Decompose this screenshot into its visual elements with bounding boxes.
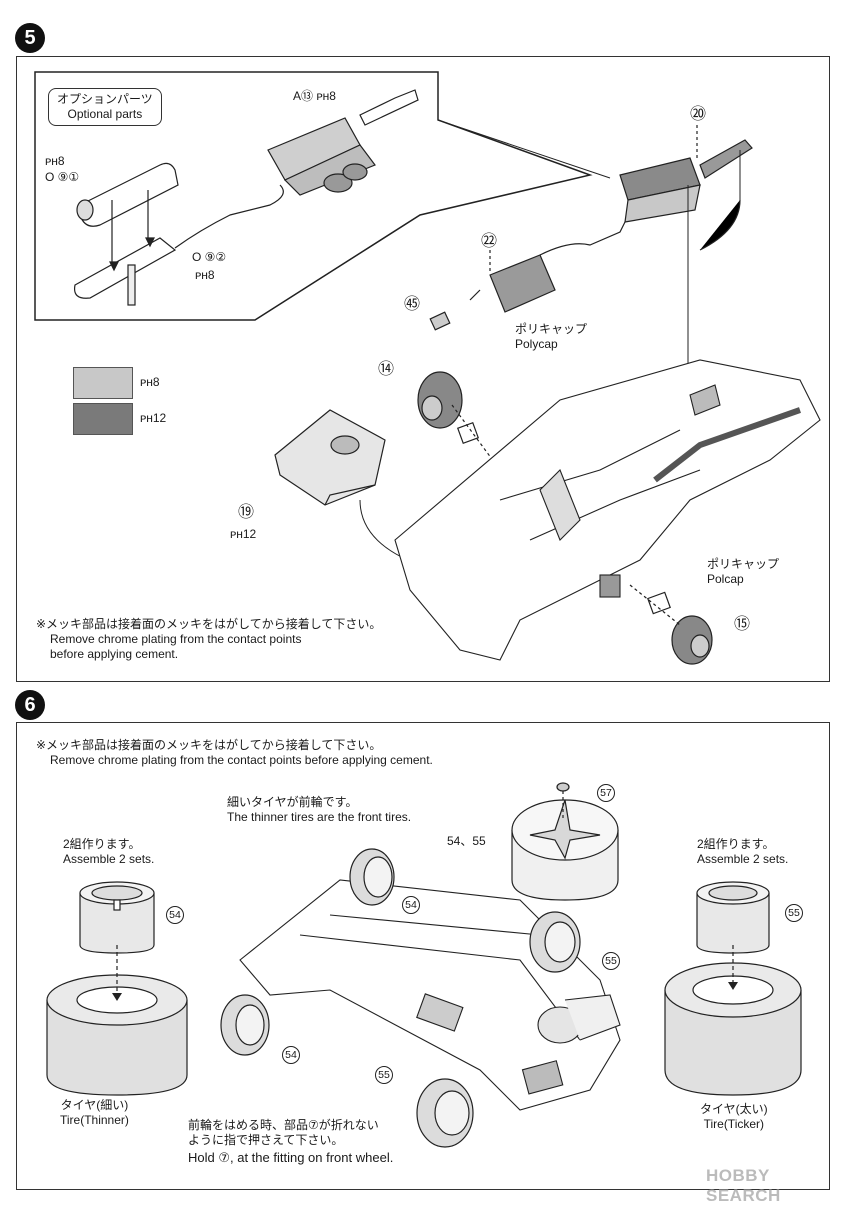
part19-label: ⑲ [238, 504, 255, 521]
step-5-number: 5 [24, 26, 36, 49]
swatch-ph8-label: ᴘʜ8 [140, 375, 160, 389]
optional-parts-en: Optional parts [67, 107, 143, 121]
part14-label: ⑭ [378, 361, 395, 378]
car-part55-bottom-label: 55 [375, 1066, 393, 1084]
step6-chrome-note: ※メッキ部品は接着面のメッキをはがしてから接着して下さい。 Remove chr… [36, 738, 433, 768]
step-6-panel [16, 722, 830, 1190]
optional-parts-label: オプションパーツ Optional parts [48, 88, 162, 126]
left-tire-label: タイヤ(細い) Tire(Thinner) [60, 1098, 129, 1128]
front-wheel-note-en: Hold ⑦, at the fitting on front wheel. [188, 1150, 394, 1165]
swatch-ph12 [73, 403, 133, 435]
right-assemble-jp: 2組作ります。 [697, 837, 775, 851]
right-part55-label: 55 [785, 904, 803, 922]
left-assemble-jp: 2組作ります。 [63, 837, 141, 851]
tailpipe-part45 [429, 311, 451, 331]
rear-hub-part14 [417, 371, 501, 471]
optional-parts-jp: オプションパーツ [57, 92, 153, 106]
ph12-label-19: ᴘʜ12 [230, 527, 257, 541]
front-wheel-note-jp1: 前輪をはめる時、部品⑦が折れない [188, 1118, 379, 1132]
front-tires-jp: 細いタイヤが前輪です。 [227, 795, 358, 809]
hobby-search-watermark: HOBBY SEARCH [706, 1166, 781, 1205]
part45-label: ㊺ [404, 296, 421, 313]
wheel-detail [511, 782, 619, 901]
front-hub-part15 [629, 584, 713, 665]
part22-label: ㉒ [481, 233, 498, 250]
ph8-label-a: ᴘʜ8 [45, 154, 65, 168]
car-tire-front-left [220, 994, 270, 1056]
polycap-2-jp: ポリキャップ [707, 557, 780, 571]
right-tire-label: タイヤ(太い) Tire(Ticker) [700, 1102, 768, 1132]
right-wheel-55 [696, 881, 770, 954]
wheel-part-54-55-label: 54、55 [447, 834, 486, 848]
part20-label: ⑳ [690, 106, 707, 123]
front-wheel-note: 前輪をはめる時、部品⑦が折れない ように指で押さえて下さい。 Hold ⑦, a… [188, 1118, 393, 1165]
car-tire-front-top [349, 848, 395, 906]
left-assemble-note: 2組作ります。 Assemble 2 sets. [63, 837, 154, 867]
car-part55-right-label: 55 [602, 952, 620, 970]
step-6-number: 6 [24, 693, 36, 716]
swatch-ph12-label: ᴘʜ12 [140, 411, 167, 425]
right-tire-jp: タイヤ(太い) [700, 1102, 768, 1116]
step6-note-en: Remove chrome plating from the contact p… [50, 753, 433, 767]
polycap-label-2: ポリキャップ Polcap [707, 557, 779, 587]
left-tire-en: Tire(Thinner) [60, 1113, 129, 1127]
car-part54-top-label: 54 [402, 896, 420, 914]
right-tire-en: Tire(Ticker) [703, 1117, 765, 1131]
front-pipe-part20 [619, 125, 753, 430]
step5-chrome-note: ※メッキ部品は接着面のメッキをはがしてから接着して下さい。 Remove chr… [36, 617, 381, 662]
right-assemble-note: 2組作ります。 Assemble 2 sets. [697, 837, 788, 867]
polycap-1-jp: ポリキャップ [515, 322, 588, 336]
part13-label: A⑬ ᴘʜ8 [293, 89, 336, 103]
left-part54-label: 54 [166, 906, 184, 924]
step5-note-en1: Remove chrome plating from the contact p… [50, 632, 302, 646]
car-part54-left-label: 54 [282, 1046, 300, 1064]
swatch-ph8 [73, 367, 133, 399]
wheel-part-57-label: 57 [597, 784, 615, 802]
step-5-badge: 5 [15, 23, 45, 53]
car-tire-rear-bottom [416, 1078, 474, 1148]
front-wheel-note-jp2: ように指で押さえて下さい。 [188, 1133, 344, 1147]
car-chassis [239, 879, 621, 1111]
left-wheel-54 [79, 881, 155, 954]
muffler-part22 [469, 221, 626, 313]
car-tire-rear-right [529, 911, 581, 973]
step5-note-jp: ※メッキ部品は接着面のメッキをはがしてから接着して下さい。 [36, 617, 382, 631]
step6-note-jp: ※メッキ部品は接着面のメッキをはがしてから接着して下さい。 [36, 738, 382, 752]
step5-note-en2: before applying cement. [50, 647, 179, 661]
part91-label: O ⑨① [45, 170, 80, 184]
optional-muffler-cover [73, 162, 179, 306]
step-6-badge: 6 [15, 690, 45, 720]
front-tires-en: The thinner tires are the front tires. [227, 810, 412, 824]
left-assemble-en: Assemble 2 sets. [63, 852, 155, 866]
inset-exhaust [174, 89, 419, 249]
chassis-underbody [394, 359, 821, 661]
part92-label: O ⑨② [192, 250, 227, 264]
ph8-label-b: ᴘʜ8 [195, 268, 215, 282]
right-tire-thick [664, 962, 802, 1096]
polycap-2-en: Polcap [707, 572, 744, 586]
part15-label: ⑮ [734, 616, 751, 633]
left-tire-jp: タイヤ(細い) [60, 1098, 129, 1112]
right-assemble-en: Assemble 2 sets. [697, 852, 789, 866]
polycap-1-en: Polycap [515, 337, 558, 351]
front-tires-note: 細いタイヤが前輪です。 The thinner tires are the fr… [227, 795, 411, 825]
polycap-label-1: ポリキャップ Polycap [515, 322, 587, 352]
